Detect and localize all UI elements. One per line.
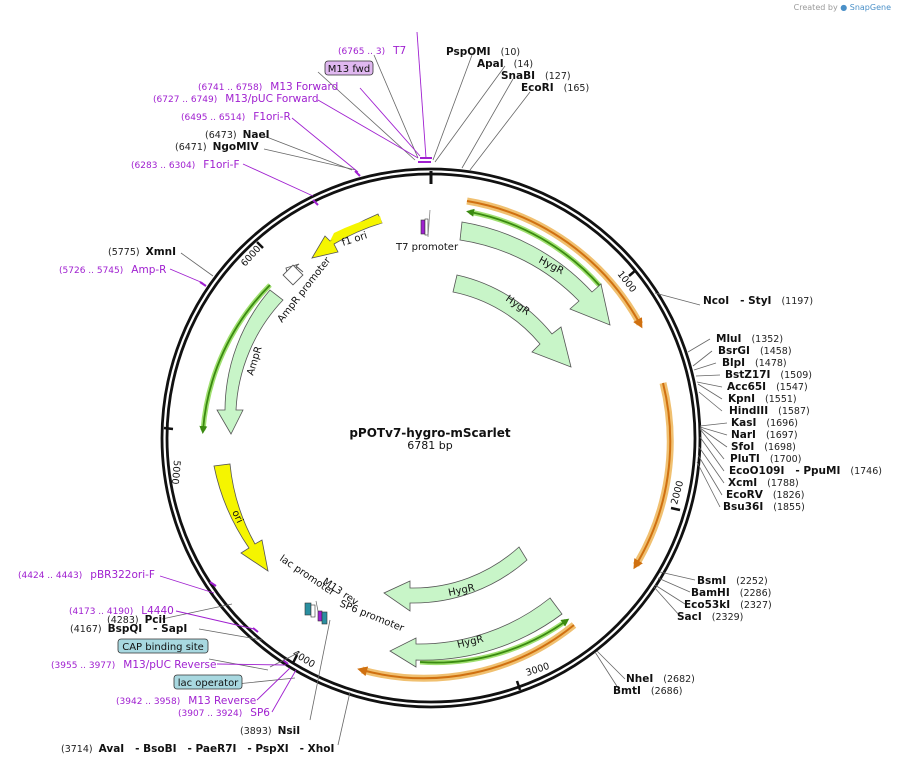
hygr-label-3: HygR xyxy=(447,583,475,599)
primer-labels: (6765 .. 3)T7 (6741 .. 6758)M13 Forward … xyxy=(18,45,406,719)
enzyme-site: BsmI(2252) xyxy=(697,575,768,587)
m13-fwd-label: M13 fwd xyxy=(328,64,370,75)
hygr-arrow-1 xyxy=(459,221,611,326)
enzyme-site: ApaI(14) xyxy=(477,58,533,70)
credit-prefix: Created by xyxy=(793,3,838,12)
enzyme-site: (6471)NgoMIV xyxy=(175,141,259,153)
tick-label-4000: 4000 xyxy=(290,648,316,670)
plasmid-size: 6781 bp xyxy=(407,439,452,452)
orf-arc-bottom xyxy=(357,618,577,682)
enzyme-site: SacI(2329) xyxy=(677,611,743,623)
snapgene-logo: ● xyxy=(840,3,848,12)
enzyme-site: Acc65I(1547) xyxy=(727,381,808,393)
enzyme-site: NarI(1697) xyxy=(731,429,798,441)
enzyme-site: (3714)AvaI - BsoBI - PaeR7I - PspXI - Xh… xyxy=(61,743,334,755)
primer-site: (3942 .. 3958)M13 Reverse xyxy=(116,695,256,707)
primer-leader-lines xyxy=(159,31,427,713)
ampr-promoter-label: AmpR promoter xyxy=(276,255,334,325)
cap-binding-label: CAP binding site xyxy=(122,642,204,653)
enzyme-site: (3893)NsiI xyxy=(240,725,300,737)
tick-label-5000: 5000 xyxy=(169,460,182,485)
enzyme-site: (4167)BspQI - SapI xyxy=(70,623,187,635)
primer-site: (3955 .. 3977)M13/pUC Reverse xyxy=(51,659,216,671)
enzyme-labels: PspOMI(10) ApaI(14) SnaBI(127) EcoRI(165… xyxy=(61,46,882,755)
hygr-arrow-4 xyxy=(389,597,563,668)
enzyme-site: (4283)PciI xyxy=(107,614,166,626)
primer-site: (6495 .. 6514)F1ori-R xyxy=(181,111,291,123)
enzyme-site: HindIII(1587) xyxy=(729,405,810,417)
enzyme-site: Eco53kI(2327) xyxy=(684,599,772,611)
enzyme-site: SnaBI(127) xyxy=(501,70,571,82)
t7-promoter-label: T7 promoter xyxy=(395,242,459,253)
enzyme-site: BamHI(2286) xyxy=(691,587,771,599)
ori-arrow xyxy=(213,463,269,572)
enzyme-site: BstZ17I(1509) xyxy=(725,369,812,381)
hygr-arrow-2 xyxy=(452,274,572,368)
credit-brand: SnapGene xyxy=(849,3,891,12)
enzyme-site: EcoRV(1826) xyxy=(726,489,804,501)
primer-site: (6727 .. 6749)M13/pUC Forward xyxy=(153,93,318,105)
enzyme-site: NheI(2682) xyxy=(626,673,695,685)
enzyme-site: EcoO109I - PpuMI(1746) xyxy=(729,465,882,477)
primer-site: (4424 .. 4443)pBR322ori-F xyxy=(18,569,155,581)
orf-arc-left xyxy=(199,283,272,434)
lac-promoter-label: lac promoter xyxy=(277,553,337,598)
enzyme-site: BlpI(1478) xyxy=(722,357,787,369)
lac-operator-box xyxy=(173,674,243,690)
lac-operator-label: lac operator xyxy=(178,678,239,689)
primer-site: (6741 .. 6758)M13 Forward xyxy=(198,81,338,93)
enzyme-site: SfoI(1698) xyxy=(731,441,796,453)
enzyme-site: PspOMI(10) xyxy=(446,46,520,58)
enzyme-site: KpnI(1551) xyxy=(728,393,797,405)
lac-region-marks xyxy=(304,600,328,625)
m13-fwd-box xyxy=(324,60,374,76)
tick-label-2000: 2000 xyxy=(669,480,686,506)
primer-site: (3907 .. 3924)SP6 xyxy=(178,707,270,719)
orf-arc-top-right xyxy=(466,197,644,329)
enzyme-site: NcoI - StyI(1197) xyxy=(703,295,813,307)
enzyme-site: BmtI(2686) xyxy=(613,685,682,697)
primer-site: (6283 .. 6304)F1ori-F xyxy=(131,159,240,171)
enzyme-site: MluI(1352) xyxy=(716,333,783,345)
enzyme-site: BsrGI(1458) xyxy=(718,345,792,357)
plasmid-name: pPOTv7-hygro-mScarlet xyxy=(349,426,511,440)
ampr-arrow xyxy=(216,289,284,435)
enzyme-site: (5775)XmnI xyxy=(108,246,176,258)
primer-site: (4173 .. 4190)L4440 xyxy=(69,605,174,617)
primer-site: (6765 .. 3)T7 xyxy=(338,45,406,57)
enzyme-site: Bsu36I(1855) xyxy=(723,501,805,513)
enzyme-site: KasI(1696) xyxy=(731,417,798,429)
enzyme-site: PluTI(1700) xyxy=(730,453,801,465)
ori-label: ori xyxy=(229,509,244,525)
primer-site: (5726 .. 5745)Amp-R xyxy=(59,264,166,276)
hygr-arrow-3 xyxy=(383,546,528,612)
orf-arc-right xyxy=(632,382,674,570)
leader-lines xyxy=(161,54,728,746)
snapgene-credit: Created by ● SnapGene xyxy=(794,3,891,12)
cap-binding-box xyxy=(117,638,209,654)
enzyme-site: XcmI(1788) xyxy=(728,477,799,489)
t7-promoter-mark xyxy=(420,219,426,235)
sp6-promoter-label: SP6 promoter xyxy=(338,599,406,635)
enzyme-site: (6473)NaeI xyxy=(205,129,270,141)
enzyme-site: EcoRI(165) xyxy=(521,82,589,94)
